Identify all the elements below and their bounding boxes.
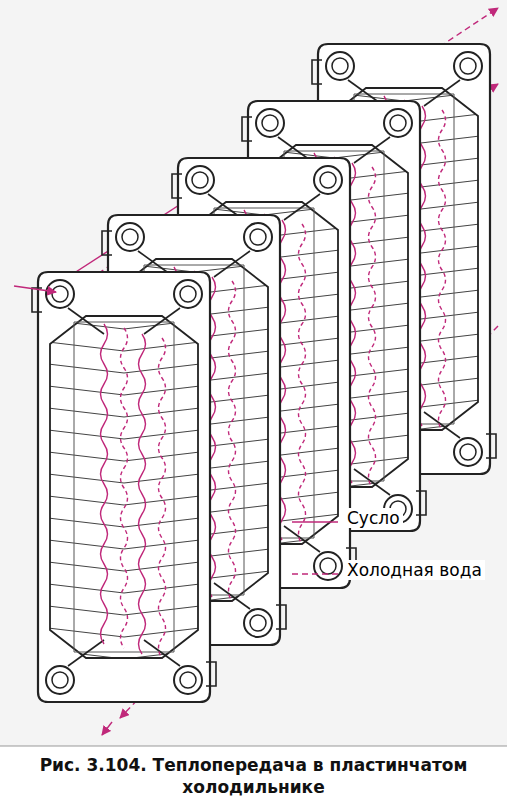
legend-label: Сусло — [344, 508, 403, 528]
legend-sample — [292, 572, 338, 576]
figure-caption: Рис. 3.104. Теплопередача в пластинчатом… — [30, 754, 477, 798]
legend-label: Холодная вода — [344, 560, 485, 580]
legend-sample — [292, 520, 338, 524]
